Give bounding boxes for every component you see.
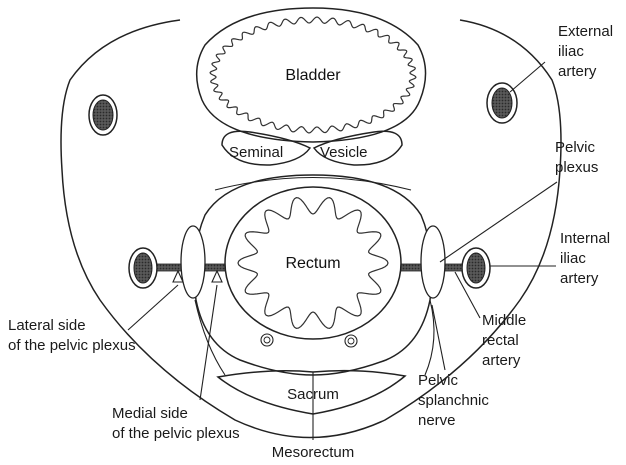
svg-text:iliac: iliac [560, 250, 586, 267]
svg-text:of the pelvic plexus: of the pelvic plexus [8, 337, 136, 354]
left-pelvic-plexus [181, 226, 205, 298]
leader-medial-side [200, 285, 217, 400]
svg-text:Medial side: Medial side [112, 405, 188, 422]
leader-lateral-side [128, 285, 178, 330]
svg-text:Pelvic: Pelvic [555, 139, 596, 156]
leader-external-iliac [510, 62, 545, 92]
svg-text:plexus: plexus [555, 159, 598, 176]
seminal-label: Seminal [229, 144, 283, 161]
svg-text:rectal: rectal [482, 332, 519, 349]
left-external-iliac-artery [89, 95, 117, 135]
sacrum-label: Sacrum [287, 386, 339, 403]
right-internal-iliac-artery [462, 248, 490, 288]
svg-text:of the pelvic plexus: of the pelvic plexus [112, 425, 240, 442]
bladder-label: Bladder [285, 67, 341, 84]
pelvic-plexus-label: Pelvic plexus [555, 139, 598, 176]
svg-text:nerve: nerve [418, 412, 456, 429]
svg-text:iliac: iliac [558, 43, 584, 60]
lateral-side-label: Lateral side of the pelvic plexus [8, 317, 136, 354]
right-pelvic-plexus [421, 226, 445, 298]
external-iliac-artery-label: External iliac artery [558, 23, 613, 80]
pelvic-splanchnic-nerve-label: Pelvic splanchnic nerve [418, 372, 489, 429]
svg-text:artery: artery [482, 352, 521, 369]
svg-text:Internal: Internal [560, 230, 610, 247]
right-plexus-strand [425, 300, 434, 375]
left-internal-iliac-artery [129, 248, 157, 288]
mesorectum-label: Mesorectum [272, 444, 355, 461]
svg-text:artery: artery [558, 63, 597, 80]
medial-side-arrowhead [212, 271, 222, 282]
svg-text:splanchnic: splanchnic [418, 392, 489, 409]
leader-pelvic-plexus [440, 182, 557, 262]
vesicle-label: Vesicle [320, 144, 368, 161]
middle-rectal-artery-label: Middle rectal artery [482, 312, 526, 369]
internal-iliac-artery-label: Internal iliac artery [560, 230, 610, 287]
svg-text:External: External [558, 23, 613, 40]
svg-text:artery: artery [560, 270, 599, 287]
svg-text:Lateral side: Lateral side [8, 317, 86, 334]
svg-text:Pelvic: Pelvic [418, 372, 459, 389]
rectum-label: Rectum [285, 255, 340, 272]
svg-text:Middle: Middle [482, 312, 526, 329]
right-external-iliac-artery [487, 83, 517, 123]
